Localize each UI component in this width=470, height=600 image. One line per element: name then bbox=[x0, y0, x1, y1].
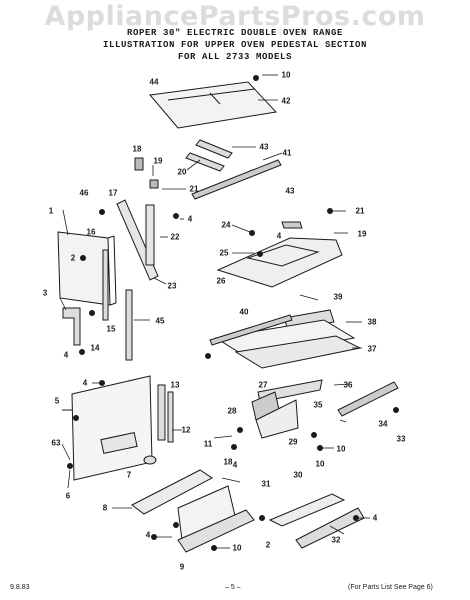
callout-29: 29 bbox=[288, 437, 298, 447]
callout-14: 14 bbox=[90, 343, 100, 353]
callout-11: 11 bbox=[203, 439, 213, 449]
callout-35: 35 bbox=[313, 400, 323, 410]
part-top-panel[interactable] bbox=[149, 81, 278, 129]
callout-12: 12 bbox=[181, 425, 191, 435]
callout-34: 34 bbox=[378, 419, 388, 429]
callout-41: 41 bbox=[282, 148, 292, 158]
callout-4-front: 4 bbox=[82, 378, 88, 388]
callout-30: 30 bbox=[293, 470, 303, 480]
footer-parts-list-note: (For Parts List See Page 6) bbox=[348, 584, 433, 591]
callout-8: 8 bbox=[102, 503, 108, 513]
part-tray[interactable] bbox=[268, 493, 365, 549]
callout-15: 15 bbox=[106, 324, 116, 334]
part-clip-small[interactable] bbox=[149, 179, 159, 189]
callout-25: 25 bbox=[219, 248, 229, 258]
callout-26: 26 bbox=[216, 276, 226, 286]
watermark: AppliancePartsPros.com bbox=[44, 1, 426, 32]
part-front-panel[interactable] bbox=[62, 375, 153, 481]
part-screws[interactable] bbox=[67, 75, 399, 551]
callout-2-base: 2 bbox=[265, 540, 271, 550]
callout-44: 44 bbox=[149, 77, 159, 87]
callout-63: 63 bbox=[51, 438, 61, 448]
callout-31: 31 bbox=[261, 479, 271, 489]
callout-20: 20 bbox=[177, 167, 187, 177]
part-side-panel[interactable] bbox=[57, 231, 117, 306]
part-clip[interactable] bbox=[134, 157, 144, 171]
callout-21: 21 bbox=[189, 184, 199, 194]
part-shelf[interactable] bbox=[216, 237, 343, 288]
callout-1: 1 bbox=[48, 206, 54, 216]
part-right-rail[interactable] bbox=[337, 381, 399, 417]
callout-10-base: 10 bbox=[232, 543, 242, 553]
callout-10-right: 10 bbox=[336, 444, 346, 454]
diagram-subtitle: ILLUSTRATION FOR UPPER OVEN PEDESTAL SEC… bbox=[102, 40, 368, 50]
callout-7: 7 bbox=[126, 470, 132, 480]
part-insulation-pad[interactable] bbox=[214, 309, 362, 369]
callout-18-base: 18 bbox=[223, 457, 233, 467]
footer-date: 9.8.83 bbox=[10, 584, 30, 591]
callout-13: 13 bbox=[170, 380, 180, 390]
callout-33: 33 bbox=[396, 434, 406, 444]
part-support-bracket[interactable] bbox=[255, 399, 299, 439]
callout-38: 38 bbox=[367, 317, 377, 327]
part-upper-rail[interactable] bbox=[209, 314, 293, 346]
part-rod[interactable] bbox=[102, 249, 109, 321]
part-long-rod[interactable] bbox=[125, 289, 133, 361]
callout-36: 36 bbox=[343, 380, 353, 390]
callout-27: 27 bbox=[258, 380, 268, 390]
callout-4: 4 bbox=[187, 214, 193, 224]
callout-40: 40 bbox=[239, 307, 249, 317]
callout-42: 42 bbox=[281, 96, 291, 106]
callout-21-right: 21 bbox=[355, 206, 365, 216]
callout-45: 45 bbox=[155, 316, 165, 326]
callout-10: 10 bbox=[281, 70, 291, 80]
callout-39: 39 bbox=[333, 292, 343, 302]
callout-43: 43 bbox=[259, 142, 269, 152]
callout-4-base: 4 bbox=[145, 530, 151, 540]
callout-24: 24 bbox=[221, 220, 231, 230]
callout-4-tray: 4 bbox=[372, 513, 378, 523]
callout-6: 6 bbox=[65, 491, 71, 501]
callout-3: 3 bbox=[42, 288, 48, 298]
part-vertical-bar[interactable] bbox=[157, 384, 166, 441]
part-vertical-bar-2[interactable] bbox=[167, 391, 174, 443]
part-knob[interactable] bbox=[143, 455, 157, 465]
callout-46: 46 bbox=[79, 188, 89, 198]
part-kick-plate[interactable] bbox=[177, 509, 255, 553]
callout-4-left: 4 bbox=[63, 350, 69, 360]
callout-23: 23 bbox=[167, 281, 177, 291]
diagram-title: ROPER 30" ELECTRIC DOUBLE OVEN RANGE bbox=[126, 28, 344, 38]
part-channel[interactable] bbox=[145, 204, 155, 266]
leader-lines bbox=[59, 74, 370, 549]
diagram-models: FOR ALL 2733 MODELS bbox=[177, 52, 293, 62]
part-rail[interactable] bbox=[191, 159, 282, 200]
footer-page-number: – 5 – bbox=[225, 584, 241, 591]
callout-17: 17 bbox=[108, 188, 118, 198]
callout-22: 22 bbox=[170, 232, 180, 242]
callout-28: 28 bbox=[227, 406, 237, 416]
part-bracket[interactable] bbox=[185, 139, 233, 172]
callout-4-mid: 4 bbox=[232, 460, 238, 470]
part-foot-bracket[interactable] bbox=[62, 307, 81, 346]
callout-10-lower: 10 bbox=[315, 459, 325, 469]
callout-19-right: 19 bbox=[357, 229, 367, 239]
callout-43-right: 43 bbox=[285, 186, 295, 196]
callout-4-shelf: 4 bbox=[276, 231, 282, 241]
callout-32: 32 bbox=[331, 535, 341, 545]
callout-19: 19 bbox=[153, 156, 163, 166]
part-small-bar[interactable] bbox=[281, 221, 303, 229]
callout-5: 5 bbox=[54, 396, 60, 406]
callout-2: 2 bbox=[70, 253, 76, 263]
callout-16: 16 bbox=[86, 227, 96, 237]
callout-9: 9 bbox=[179, 562, 185, 572]
callout-18: 18 bbox=[132, 144, 142, 154]
callout-37: 37 bbox=[367, 344, 377, 354]
